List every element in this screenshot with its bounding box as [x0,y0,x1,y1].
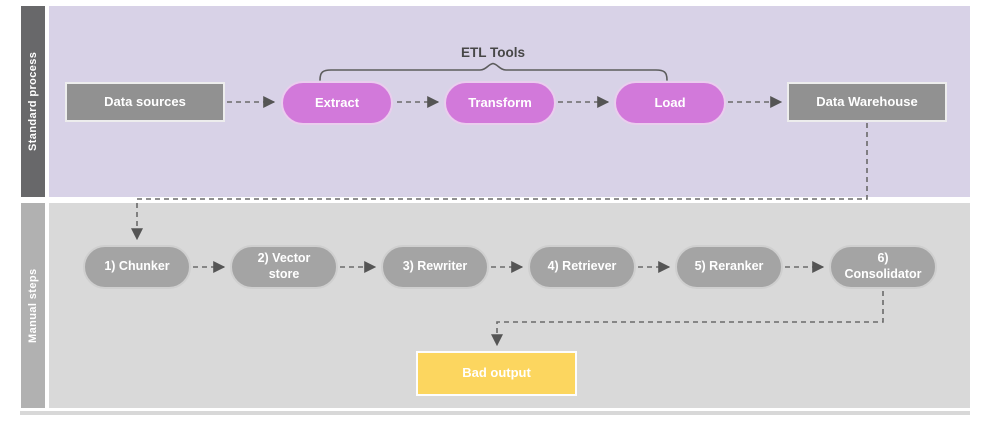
node-chunker: 1) Chunker [83,245,191,289]
node-bad-output: Bad output [416,351,577,396]
node-vector-store: 2) Vector store [230,245,338,289]
lane-standard-process-label: Standard process [27,51,39,152]
node-load: Load [614,81,726,125]
node-transform: Transform [444,81,556,125]
node-data-sources: Data sources [65,82,225,122]
node-retriever: 4) Retriever [528,245,636,289]
node-extract: Extract [281,81,393,125]
lane-manual-steps-label: Manual steps [27,268,39,343]
frame-bottom-rule [20,411,970,415]
node-reranker: 5) Reranker [675,245,783,289]
node-data-warehouse: Data Warehouse [787,82,947,122]
node-consolidator: 6) Consolidator [829,245,937,289]
lane-standard-process-header: Standard process [21,6,45,197]
etl-tools-label: ETL Tools [461,45,525,60]
node-rewriter: 3) Rewriter [381,245,489,289]
lane-manual-steps-header: Manual steps [21,203,45,408]
